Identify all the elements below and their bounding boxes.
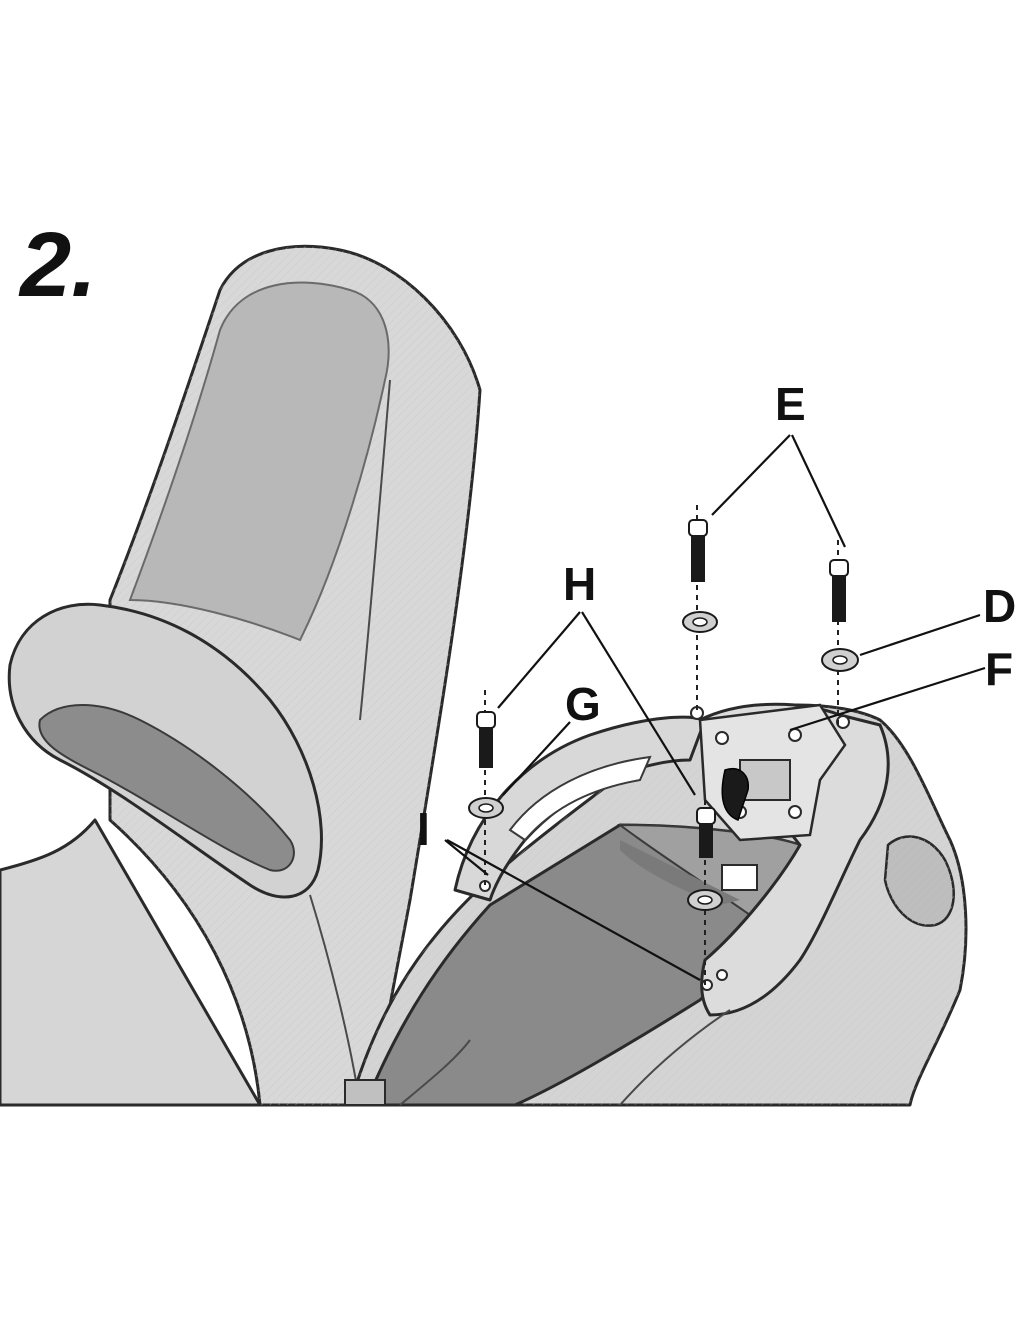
step-number: 2.	[18, 214, 97, 316]
bolt-h-left	[476, 690, 496, 890]
washer-g	[468, 797, 504, 819]
bolt-e-left	[688, 505, 708, 715]
washer-d	[821, 648, 859, 672]
leader-lines	[444, 434, 986, 981]
washer-e-left	[682, 611, 718, 633]
callout-g: G	[565, 678, 601, 730]
callout-h: H	[563, 558, 596, 610]
callout-f: F	[985, 643, 1013, 695]
callout-i: I	[417, 803, 430, 855]
callout-d: D	[983, 580, 1016, 632]
passenger-seat	[0, 244, 482, 1107]
callout-e: E	[775, 378, 806, 430]
washer-i	[687, 889, 723, 911]
bolt-e-right	[829, 540, 849, 725]
rear-frame	[344, 702, 968, 1107]
